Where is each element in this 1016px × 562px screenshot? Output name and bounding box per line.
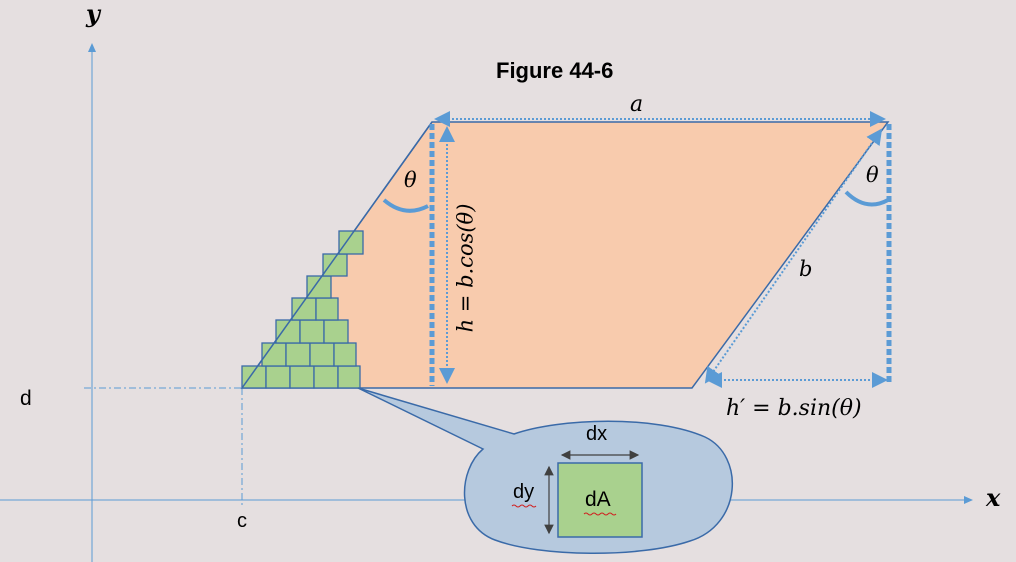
da-underline-squiggle: [583, 512, 617, 516]
slant-length-label: b: [799, 257, 813, 281]
dy-underline-squiggle: [511, 504, 537, 508]
figure-title: Figure 44-6: [496, 58, 614, 83]
callout-bubble: [357, 387, 734, 554]
offset-label: h′ = b.sin(θ): [726, 396, 862, 421]
dx-label: dx: [586, 423, 608, 445]
height-label: h = b.cos(θ): [453, 203, 478, 333]
c-label: c: [237, 510, 247, 532]
da-label: dA: [585, 488, 611, 511]
y-axis-label: y: [86, 0, 100, 28]
d-label: d: [20, 387, 32, 410]
element-grid: [241, 230, 364, 389]
da-element: [557, 462, 643, 538]
slant-dimension-arrow: [704, 128, 883, 384]
top-length-label: a: [630, 92, 644, 117]
angle-label-right: θ: [866, 163, 879, 187]
angle-label-left: θ: [404, 168, 417, 192]
slant-edge-overlay: [241, 121, 433, 389]
angle-arc-left: [382, 198, 429, 213]
dy-label: dy: [513, 481, 535, 503]
angle-arc-right: [844, 190, 889, 207]
x-axis-label: x: [986, 483, 1001, 512]
